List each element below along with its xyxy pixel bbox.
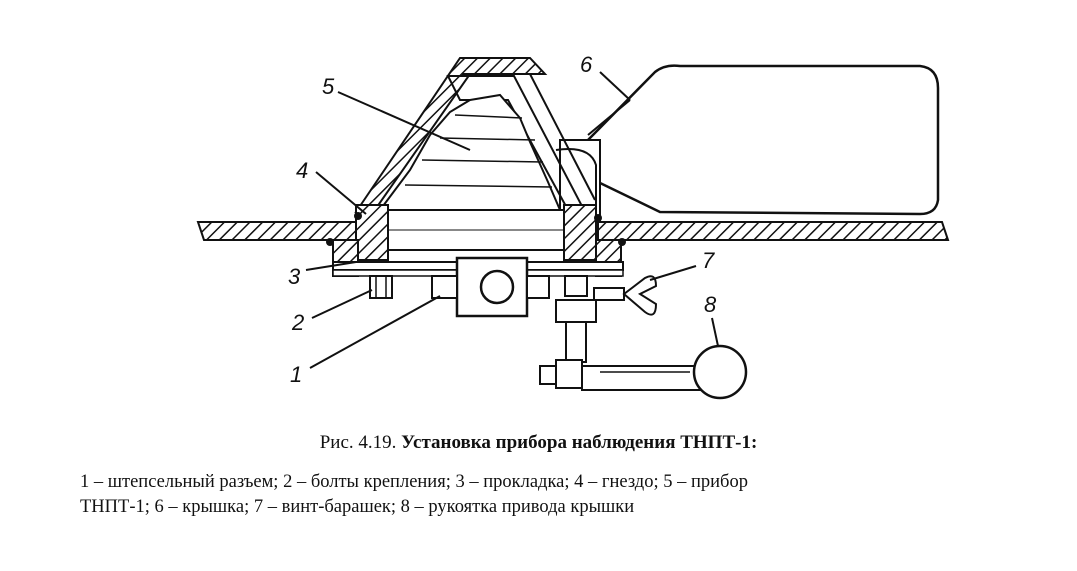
legend-line-1: 1 – штепсельный разъем; 2 – болты крепле… (80, 472, 748, 492)
label-6: 6 (580, 52, 593, 77)
legend-line-2: ТНПТ-1; 6 – крышка; 7 – винт-барашек; 8 … (80, 497, 635, 517)
label-5: 5 (322, 74, 335, 99)
device-body (378, 93, 566, 251)
bolts (369, 275, 588, 299)
label-2: 2 (291, 310, 304, 335)
figure-title: Установка прибора наблюдения ТНПТ-1: (401, 432, 758, 453)
figure-number: Рис. 4.19. (319, 432, 397, 453)
label-3: 3 (288, 264, 301, 289)
figure-caption-title: Рис. 4.19. Установка прибора наблюдения … (0, 432, 1077, 454)
lid-drive-handle (539, 299, 748, 400)
label-7: 7 (702, 248, 715, 273)
label-4: 4 (296, 158, 308, 183)
lid (555, 64, 940, 221)
label-8: 8 (704, 292, 717, 317)
plug-connector (431, 256, 550, 318)
armor-plate (196, 221, 950, 241)
installation-diagram: 5 6 4 3 2 1 7 8 (196, 52, 950, 400)
wing-screw (593, 275, 658, 316)
label-1: 1 (290, 362, 302, 387)
figure-legend: 1 – штепсельный разъем; 2 – болты крепле… (80, 470, 1020, 520)
leader-lines (305, 71, 719, 369)
